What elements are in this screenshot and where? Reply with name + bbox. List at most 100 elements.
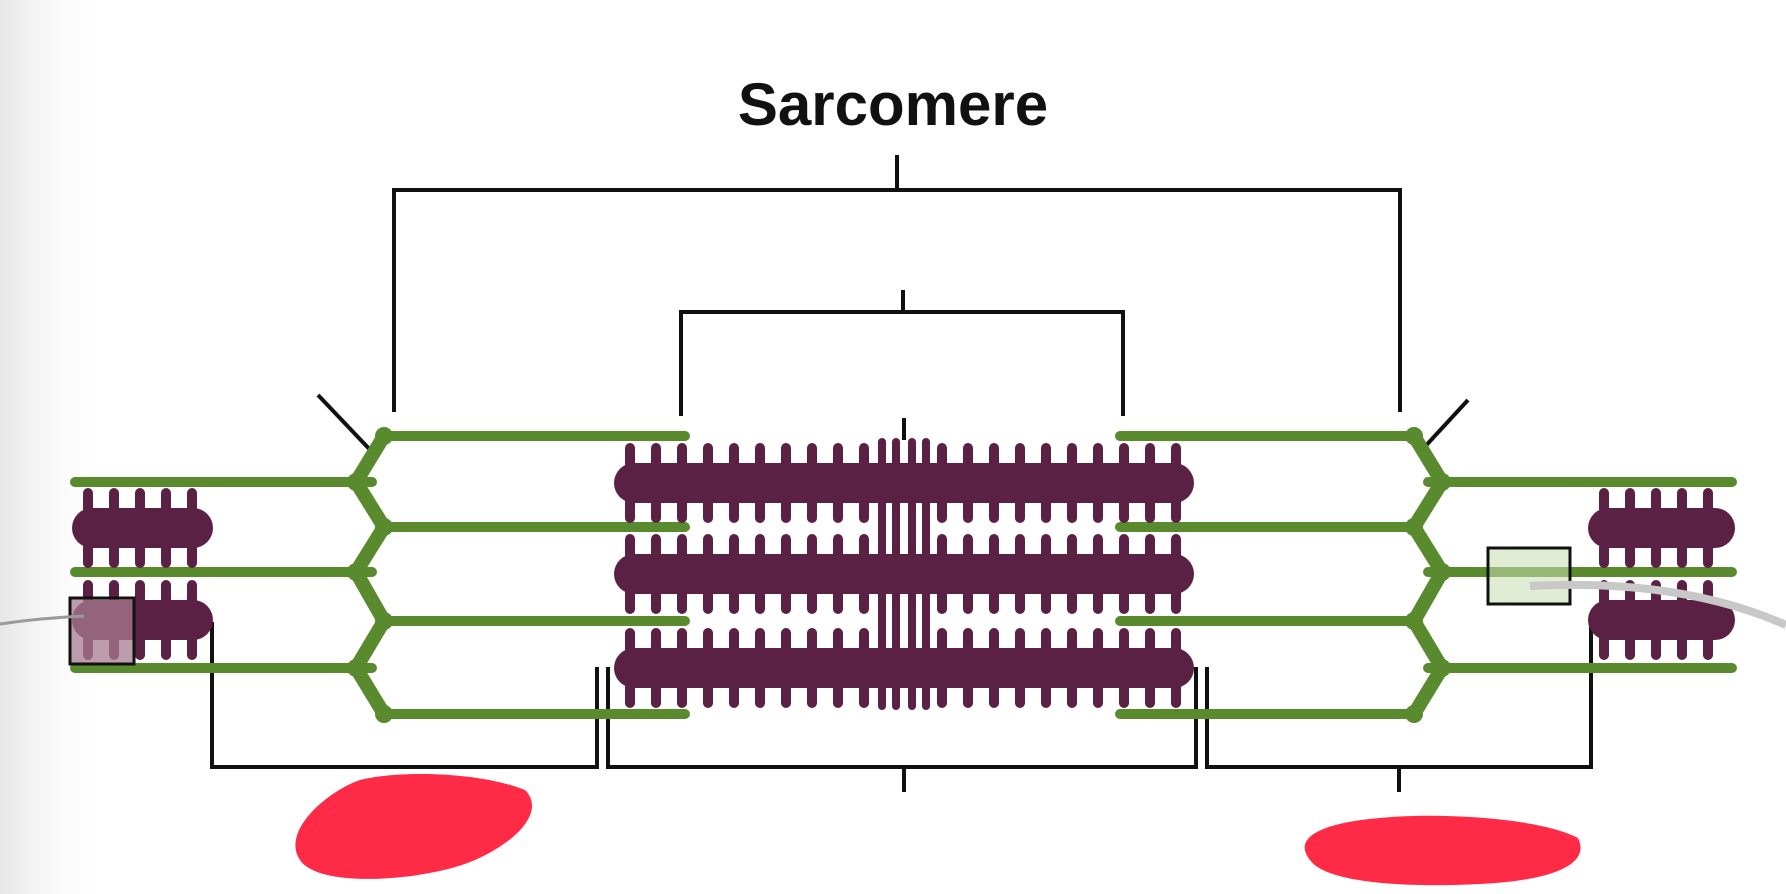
myosin-head (1703, 634, 1713, 660)
myosin-head (1145, 682, 1155, 708)
myosin-head (135, 488, 145, 514)
myosin-head (651, 534, 661, 560)
myosin-head (937, 588, 947, 614)
myosin-head (755, 682, 765, 708)
callout-line-right (1529, 580, 1786, 629)
callout-line-left (0, 614, 85, 626)
myosin-head (755, 443, 765, 469)
myosin-head (1015, 443, 1025, 469)
myosin-filament-partial (1588, 488, 1735, 568)
z-disc-pointer-left (316, 393, 377, 457)
myosin-head (1041, 534, 1051, 560)
myosin-head (109, 488, 119, 514)
myosin-head (625, 497, 635, 523)
myosin-head (1145, 588, 1155, 614)
myosin-head (703, 497, 713, 523)
z-disc-node (375, 705, 393, 723)
myosin-head (651, 628, 661, 654)
myosin-head (807, 682, 817, 708)
myosin-head (937, 628, 947, 654)
z-disc-node (1405, 612, 1423, 630)
myosin-head (755, 534, 765, 560)
left-edge-shading (0, 0, 110, 894)
myosin-head (859, 588, 869, 614)
myosin-head (703, 534, 713, 560)
myosin-head (1625, 488, 1635, 514)
myosin-backbone (72, 508, 213, 548)
myosin-filaments-group (72, 443, 1735, 708)
myosin-head (161, 634, 171, 660)
myosin-head (989, 682, 999, 708)
myosin-head (1093, 682, 1103, 708)
myosin-head (1677, 542, 1687, 568)
myosin-head (1625, 634, 1635, 660)
myosin-head (1171, 534, 1181, 560)
myosin-head (1041, 682, 1051, 708)
myosin-head (1625, 542, 1635, 568)
myosin-head (677, 497, 687, 523)
m-line-bar (892, 438, 900, 710)
myosin-head (1703, 542, 1713, 568)
myosin-head (1067, 497, 1077, 523)
myosin-head (937, 497, 947, 523)
myosin-head (729, 497, 739, 523)
m-line-bar (878, 438, 886, 710)
myosin-head (781, 588, 791, 614)
myosin-head (1171, 497, 1181, 523)
myosin-head (1599, 542, 1609, 568)
redactions-group (295, 774, 1581, 886)
myosin-head (1119, 443, 1129, 469)
myosin-head (1703, 488, 1713, 514)
myosin-filament-partial (72, 488, 213, 568)
myosin-head (807, 497, 817, 523)
z-disc-node (375, 612, 393, 630)
myosin-head (1119, 682, 1129, 708)
myosin-head (1067, 588, 1077, 614)
myosin-head (833, 534, 843, 560)
z-disc-left (347, 427, 393, 723)
actin-filaments-group (70, 431, 1737, 719)
myosin-head (807, 534, 817, 560)
myosin-head (1067, 534, 1077, 560)
myosin-head (677, 534, 687, 560)
myosin-head (625, 443, 635, 469)
z-discs-group (347, 427, 1451, 723)
z-disc-node (347, 659, 365, 677)
myosin-head (677, 443, 687, 469)
myosin-head (187, 488, 197, 514)
sarcomere-bracket (392, 188, 1402, 412)
myosin-head (1651, 488, 1661, 514)
myosin-head (625, 534, 635, 560)
myosin-head (187, 580, 197, 606)
myosin-head (135, 542, 145, 568)
myosin-head (1651, 542, 1661, 568)
myosin-head (937, 534, 947, 560)
myosin-head (161, 488, 171, 514)
myosin-backbone (614, 648, 1194, 688)
z-disc-pointer-right (1418, 398, 1470, 454)
myosin-head (755, 588, 765, 614)
myosin-head (989, 443, 999, 469)
myosin-backbone (614, 554, 1194, 594)
redaction-blob-left (295, 774, 532, 879)
myosin-head (651, 682, 661, 708)
myosin-head (1599, 634, 1609, 660)
myosin-head (833, 628, 843, 654)
myosin-head (1041, 628, 1051, 654)
z-disc-right (1405, 427, 1451, 723)
myosin-head (651, 443, 661, 469)
myosin-head (833, 443, 843, 469)
myosin-head (677, 628, 687, 654)
myosin-head (1119, 534, 1129, 560)
m-line-group (878, 438, 930, 710)
myosin-head (729, 682, 739, 708)
myosin-head (1093, 588, 1103, 614)
myosin-head (1015, 588, 1025, 614)
myosin-head (135, 580, 145, 606)
myosin-head (859, 534, 869, 560)
z-disc-node (347, 563, 365, 581)
myosin-head (963, 682, 973, 708)
myosin-head (83, 488, 93, 514)
z-disc-node (1405, 705, 1423, 723)
